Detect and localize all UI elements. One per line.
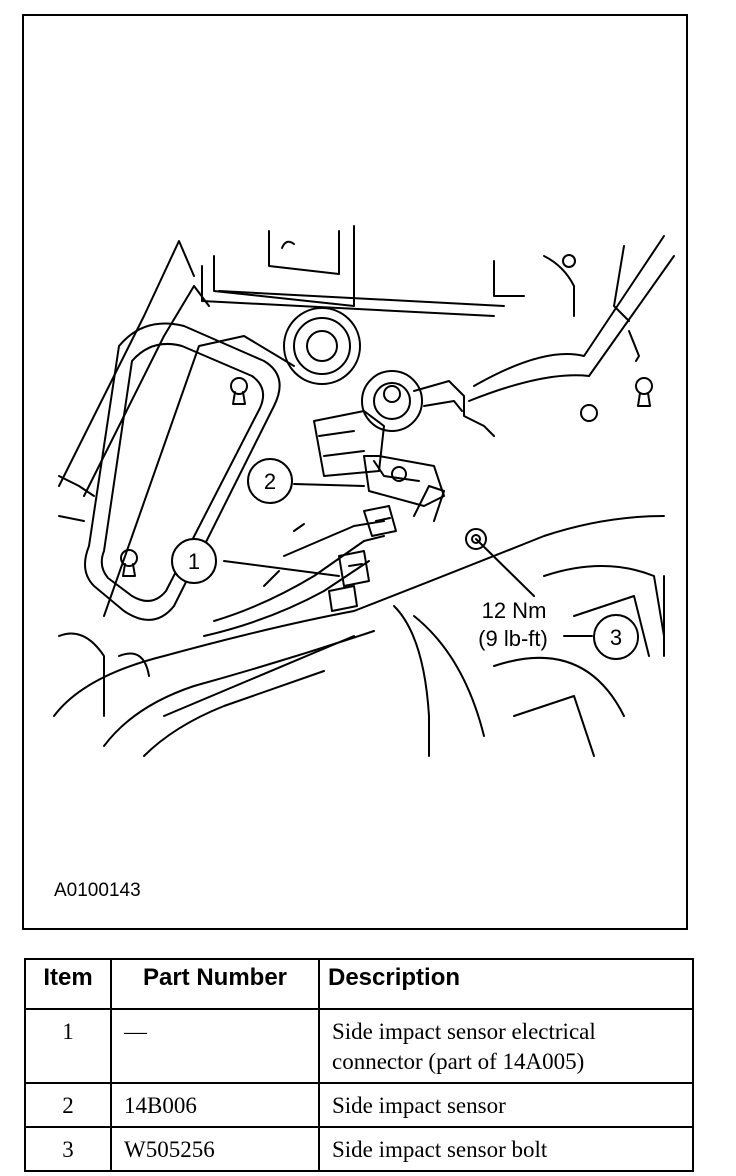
row-item: 1 [24, 1008, 112, 1084]
callout-1-label: 1 [188, 549, 200, 574]
row-part-number: 14B006 [110, 1082, 320, 1128]
table-row: 2 14B006 Side impact sensor [24, 1082, 694, 1128]
figure-id: A0100143 [54, 880, 141, 901]
illustration-frame: 2 1 3 12 Nm (9 lb-ft) A0100143 [22, 14, 688, 930]
row-part-number: W505256 [110, 1126, 320, 1172]
callout-1-circle [171, 538, 217, 584]
row-description: Side impact sensor electrical connector … [318, 1008, 694, 1084]
table-row: 3 W505256 Side impact sensor bolt [24, 1126, 694, 1172]
row-item: 2 [24, 1082, 112, 1128]
parts-table: Item Part Number Description 1 — Side im… [24, 958, 694, 1172]
torque-value: 12 Nm [482, 598, 547, 623]
row-item: 3 [24, 1126, 112, 1172]
row-description: Side impact sensor bolt [318, 1126, 694, 1172]
sensor-illustration: 2 1 3 12 Nm (9 lb-ft) [53, 225, 675, 757]
row-description: Side impact sensor [318, 1082, 694, 1128]
header-part-number: Part Number [110, 958, 320, 1010]
torque-imperial: (9 lb-ft) [478, 626, 548, 651]
callout-3-label: 3 [610, 625, 622, 650]
callout-3-circle [593, 614, 639, 660]
row-part-number: — [110, 1008, 320, 1084]
callout-2-circle [247, 458, 293, 504]
header-description: Description [318, 958, 694, 1010]
header-item: Item [24, 958, 112, 1010]
callout-2-label: 2 [264, 469, 276, 494]
table-row: 1 — Side impact sensor electrical connec… [24, 1008, 694, 1084]
table-header-row: Item Part Number Description [24, 958, 694, 1010]
